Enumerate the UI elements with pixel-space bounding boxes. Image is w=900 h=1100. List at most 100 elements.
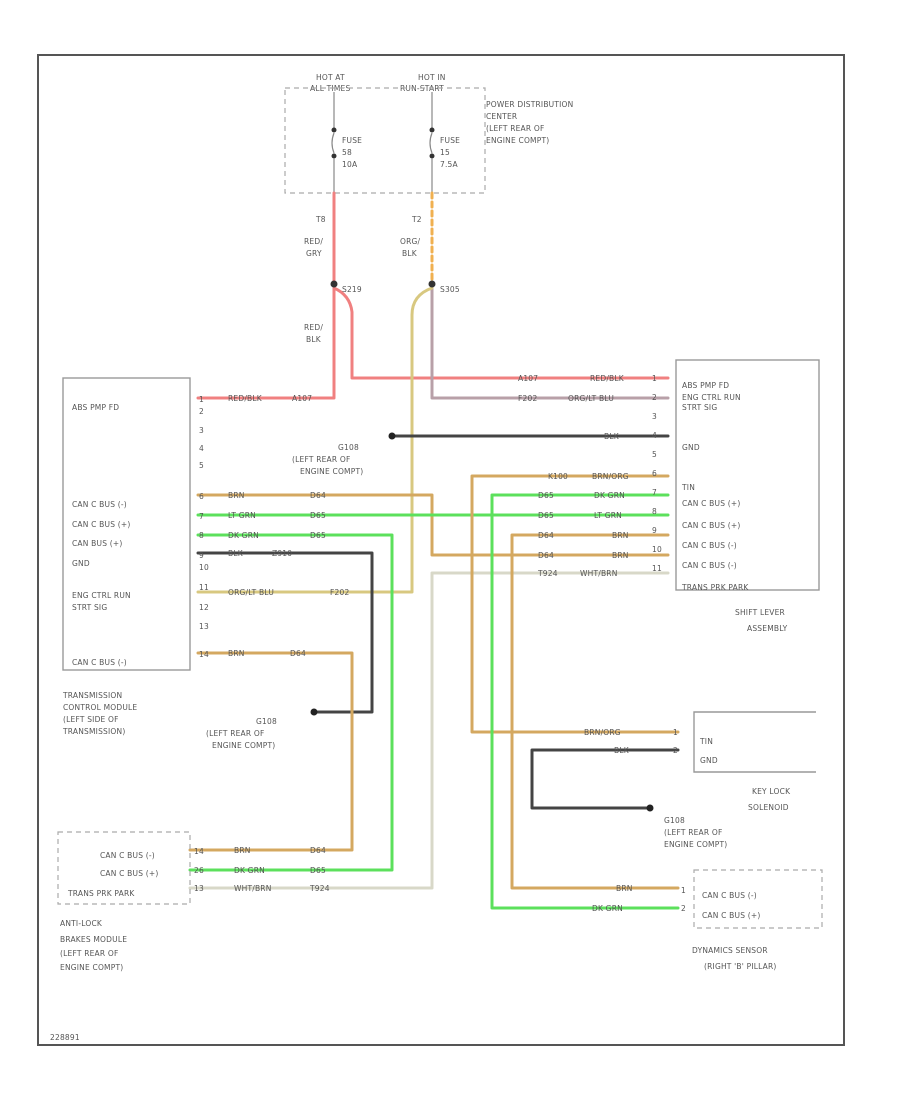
shift-wire5-color: DK GRN <box>594 491 625 500</box>
tcm-wire1-circuit: A107 <box>292 394 312 403</box>
dynamics-label-1: DYNAMICS SENSOR <box>692 946 768 955</box>
pdc-box <box>284 87 486 194</box>
fuse1-label-2: 58 <box>342 148 352 157</box>
tcm-wire2-circuit: D64 <box>310 491 326 500</box>
shift-wire6-circuit: D65 <box>538 511 554 520</box>
dynamics-pin1-num: 1 <box>681 886 686 895</box>
wire-redblk-label-1: RED/ <box>304 323 323 332</box>
tcm-pin-num-3: 4 <box>199 444 204 453</box>
abs-pin3-color: WHT/BRN <box>234 884 272 893</box>
dynamics-label-2: (RIGHT 'B' PILLAR) <box>704 962 777 971</box>
abs-pin2-num: 26 <box>194 866 204 875</box>
ground-g108-3 <box>646 804 654 812</box>
fuse1-terminal-top <box>331 127 337 133</box>
shift-pin-name-1: ENG CTRL RUN <box>682 393 741 402</box>
dynamics-pin2-name: CAN C BUS (+) <box>702 911 761 920</box>
diagram-frame <box>37 54 845 1046</box>
shift-pin-num-8: 9 <box>652 526 657 535</box>
abs-pin3-circuit: T924 <box>309 884 330 893</box>
wire-org-ltblu-tcm <box>196 286 434 594</box>
abs-box <box>57 831 191 905</box>
tcm-wire1-color: RED/BLK <box>228 394 263 403</box>
fuse1-label-3: 10A <box>342 160 358 169</box>
tcm-wire6-color: ORG/LT BLU <box>228 588 274 597</box>
tcm-pin-num-13: 13 <box>199 622 209 631</box>
shift-pin-num-0: 1 <box>652 374 657 383</box>
anti-lock-brakes-module: CAN C BUS (-) 14 BRN D64 CAN C BUS (+) 2… <box>57 831 330 972</box>
ground2-label-3: ENGINE COMPT) <box>212 741 275 750</box>
shift-wire9-color: WHT/BRN <box>580 569 618 578</box>
key-lock-label-1: KEY LOCK <box>752 787 791 796</box>
splice-s305-dot <box>428 280 436 288</box>
fuse2-label-2: 15 <box>440 148 450 157</box>
wire-pin-t8: T8 <box>315 215 326 224</box>
tcm-wire4-circuit: D65 <box>310 531 326 540</box>
fuse2-terminal-bottom <box>429 153 435 159</box>
dynamics-box <box>693 869 823 929</box>
tcm-pin-num-12: 12 <box>199 603 209 612</box>
shift-pin-num-7: 8 <box>652 507 657 516</box>
tcm-wire3-circuit: D65 <box>310 511 326 520</box>
shift-pin-name-10: TRANS PRK PARK <box>681 583 749 592</box>
wire-org-ltblu-shift <box>430 286 670 400</box>
wire-dkgrn-d65-abs <box>188 533 394 872</box>
tcm-pin-num-7: 8 <box>199 531 204 540</box>
hot-in-label-1: HOT IN <box>418 73 446 82</box>
fuse2-symbol <box>429 132 433 154</box>
tcm-wire7-color: BRN <box>228 649 245 658</box>
tcm-pin-num-2: 3 <box>199 426 204 435</box>
abs-pin1-color: BRN <box>234 846 251 855</box>
tcm-pin-name-10: ENG CTRL RUN <box>72 591 131 600</box>
key-lock-box <box>693 711 816 773</box>
dynamics-sensor: CAN C BUS (-) 1 BRN CAN C BUS (+) 2 DK G… <box>592 869 823 971</box>
tcm-label-1: TRANSMISSION <box>62 691 122 700</box>
shift-wire8-circuit: D64 <box>538 551 554 560</box>
shift-wire2-color: ORG/LT BLU <box>568 394 614 403</box>
wire-red-blk-tcm <box>196 286 336 400</box>
shift-pin-name-5: TIN <box>681 483 695 492</box>
tcm-pin-name-6: CAN C BUS (+) <box>72 520 131 529</box>
key-lock-label-2: SOLENOID <box>748 803 789 812</box>
shift-pin-num-10: 11 <box>652 564 662 573</box>
wire-dkgrn-dynamics <box>490 493 680 910</box>
tcm-pin-num-0: 1 <box>199 395 204 404</box>
wire-blk-keylock-gnd <box>530 748 680 810</box>
shift-wire4-circuit: K100 <box>548 472 568 481</box>
power-distribution-center: HOT AT ALL TIMES HOT IN RUN-START POWER … <box>284 73 573 194</box>
shift-wire2-circuit: F202 <box>518 394 537 403</box>
tcm-pin-num-9: 10 <box>199 563 209 572</box>
shift-wire8-color: BRN <box>612 551 629 560</box>
dynamics-pin1-name: CAN C BUS (-) <box>702 891 757 900</box>
abs-label-1: ANTI-LOCK <box>60 919 103 928</box>
shift-pin-num-1: 2 <box>652 393 657 402</box>
dynamics-pin2-color: DK GRN <box>592 904 623 913</box>
key-lock-pin2-name: GND <box>700 756 718 765</box>
wires <box>188 191 680 910</box>
ground-g108-1 <box>388 432 396 440</box>
key-lock-pin1-num: 1 <box>673 728 678 737</box>
pdc-label-3: (LEFT REAR OF <box>486 124 544 133</box>
tcm-pin-num-6: 7 <box>199 512 204 521</box>
shift-wire3-color: BLK <box>604 432 620 441</box>
abs-pin2-circuit: D65 <box>310 866 326 875</box>
abs-label-4: ENGINE COMPT) <box>60 963 123 972</box>
dynamics-pin1-color: BRN <box>616 884 633 893</box>
shift-pin-name-9: CAN C BUS (-) <box>682 561 737 570</box>
tcm-pin-name-5: CAN C BUS (-) <box>72 500 127 509</box>
shift-pin-name-8: CAN C BUS (-) <box>682 541 737 550</box>
tcm-pin-num-5: 6 <box>199 492 204 501</box>
tcm-wire2-color: BRN <box>228 491 245 500</box>
pdc-label-1: POWER DISTRIBUTION <box>486 100 573 109</box>
shift-wire1-circuit: A107 <box>518 374 538 383</box>
tcm-wire-labels: RED/BLK A107 BRN D64 LT GRN D65 DK GRN D… <box>228 394 349 658</box>
wire-redblk-label-2: BLK <box>306 335 322 344</box>
abs-pin1-name: CAN C BUS (-) <box>100 851 155 860</box>
ground1-label-3: ENGINE COMPT) <box>300 467 363 476</box>
shift-wire7-color: BRN <box>612 531 629 540</box>
wire-org-label-1: ORG/ <box>400 237 421 246</box>
ground-g108-2 <box>310 708 318 716</box>
shift-pin-num-4: 5 <box>652 450 657 459</box>
tcm-label-4: TRANSMISSION) <box>62 727 125 736</box>
